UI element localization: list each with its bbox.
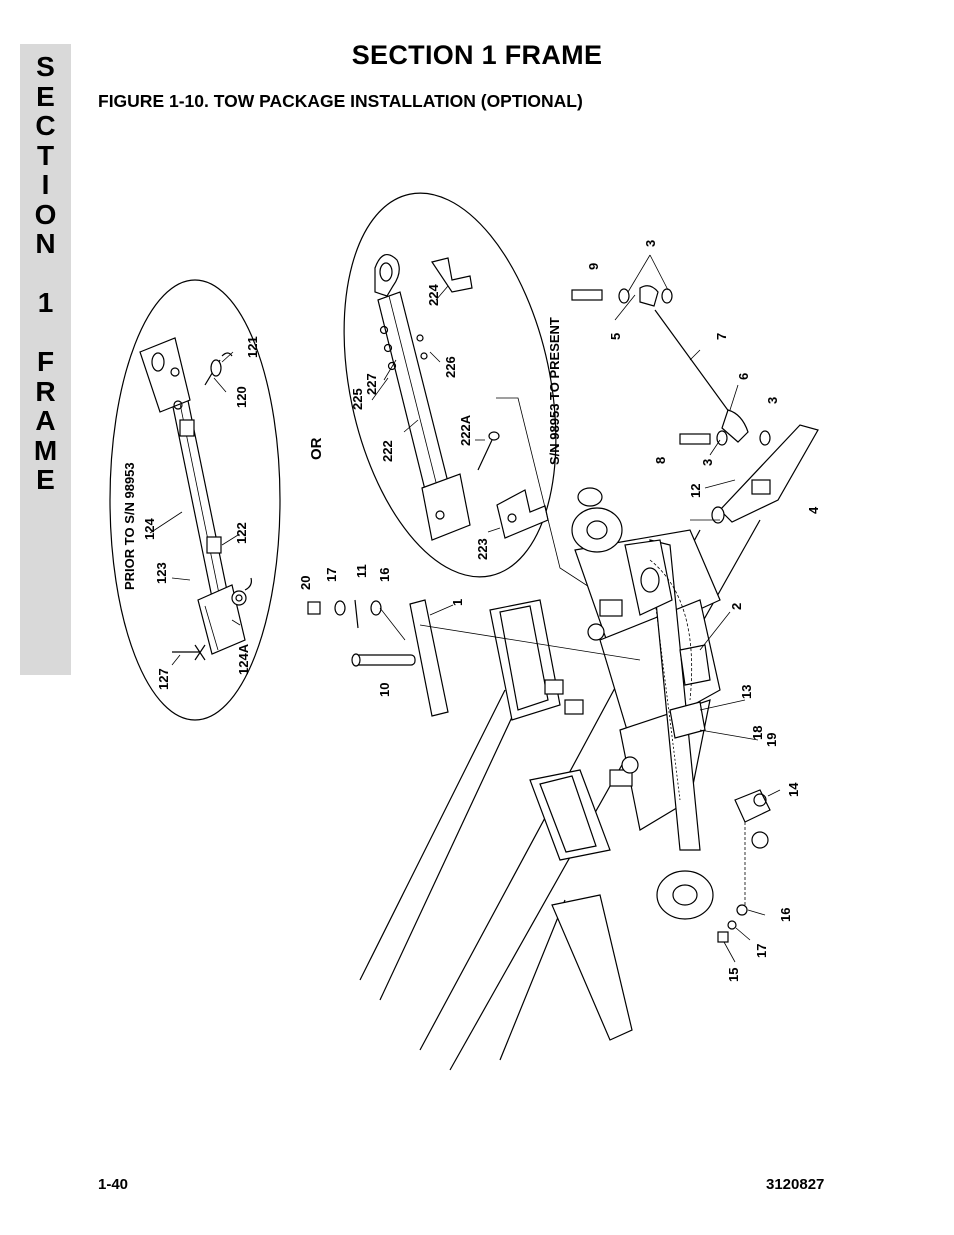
callout-226: 226	[443, 356, 458, 378]
callout-18: 18	[750, 726, 765, 740]
tab-letter: F	[36, 346, 55, 377]
callout-124: 124	[142, 518, 157, 540]
section-title: SECTION 1 FRAME	[351, 40, 603, 70]
callout-222a: 222A	[458, 414, 473, 446]
callout-227: 227	[364, 373, 379, 395]
callout-6: 6	[736, 373, 751, 380]
callout-121: 121	[245, 336, 260, 358]
figure-caption: FIGURE 1-10. TOW PACKAGE INSTALLATION (O…	[98, 91, 583, 111]
section-tab-letters: S E C T I O N 1 F R A M E	[20, 52, 71, 495]
callout-223: 223	[475, 538, 490, 560]
callout-5: 5	[608, 333, 623, 340]
callout-9: 9	[586, 263, 601, 270]
or-text: OR	[308, 437, 325, 460]
brake-linkage	[571, 285, 819, 524]
tab-letter: I	[41, 169, 50, 200]
leader-lines-right	[371, 285, 501, 533]
callout-13: 13	[739, 685, 754, 699]
callout-15: 15	[726, 968, 741, 982]
callout-16b: 16	[778, 908, 793, 922]
callout-3c: 3	[700, 459, 715, 466]
tab-letter: E	[36, 464, 55, 495]
callout-222: 222	[380, 440, 395, 462]
callout-1: 1	[450, 599, 465, 606]
tab-letter: O	[34, 198, 57, 230]
callout-224: 224	[426, 284, 441, 306]
callout-19: 19	[764, 733, 779, 747]
frame-assembly	[359, 487, 761, 1071]
callout-120: 120	[234, 386, 249, 408]
callout-225: 225	[350, 388, 365, 410]
inset-left-caption: PRIOR TO S/N 98953	[122, 462, 137, 590]
tow-bar-right-drawing	[374, 253, 549, 541]
callout-7: 7	[714, 333, 729, 340]
lower-hardware	[717, 789, 771, 943]
callout-17b: 17	[754, 944, 769, 958]
tab-letter: S	[36, 51, 55, 82]
callout-20: 20	[298, 576, 313, 590]
callout-123: 123	[154, 562, 169, 584]
callout-8: 8	[653, 457, 668, 464]
callout-3a: 3	[643, 240, 658, 247]
callout-17a: 17	[324, 568, 339, 582]
inset-right-caption: S/N 98953 TO PRESENT	[547, 317, 562, 465]
inset-ellipse-left	[109, 279, 281, 721]
callout-122: 122	[234, 522, 249, 544]
tow-bar-left-drawing	[139, 337, 252, 661]
inset-ellipse-right	[343, 192, 557, 578]
leader-lines-left	[149, 351, 241, 666]
callout-4: 4	[806, 506, 821, 514]
fastener-stack	[307, 599, 406, 641]
leader-lines-main	[429, 254, 781, 963]
callout-16a: 16	[377, 568, 392, 582]
callout-11: 11	[354, 564, 369, 578]
page-number: 1-40	[98, 1176, 129, 1193]
callout-3b: 3	[765, 397, 780, 404]
tongue-plate	[351, 599, 641, 717]
tab-letter: R	[35, 375, 56, 407]
tab-letter: A	[35, 405, 56, 436]
tab-letter: E	[36, 80, 55, 112]
rotated-labels: PRIOR TO S/N 98953 S/N 98953 TO PRESENT …	[122, 240, 821, 982]
callout-124a: 124A	[236, 643, 251, 675]
tab-letter: T	[36, 139, 55, 171]
tab-letter: C	[35, 110, 56, 141]
callout-2: 2	[729, 603, 744, 610]
tab-letter: N	[35, 228, 56, 259]
callout-12: 12	[688, 484, 703, 498]
callout-127: 127	[156, 668, 171, 690]
document-number: 3120827	[766, 1176, 825, 1193]
section-side-tab: S E C T I O N 1 F R A M E	[20, 44, 71, 675]
callout-14: 14	[786, 782, 801, 797]
tab-letter: 1	[37, 287, 54, 318]
tab-letter: M	[33, 434, 58, 466]
callout-10: 10	[377, 683, 392, 697]
